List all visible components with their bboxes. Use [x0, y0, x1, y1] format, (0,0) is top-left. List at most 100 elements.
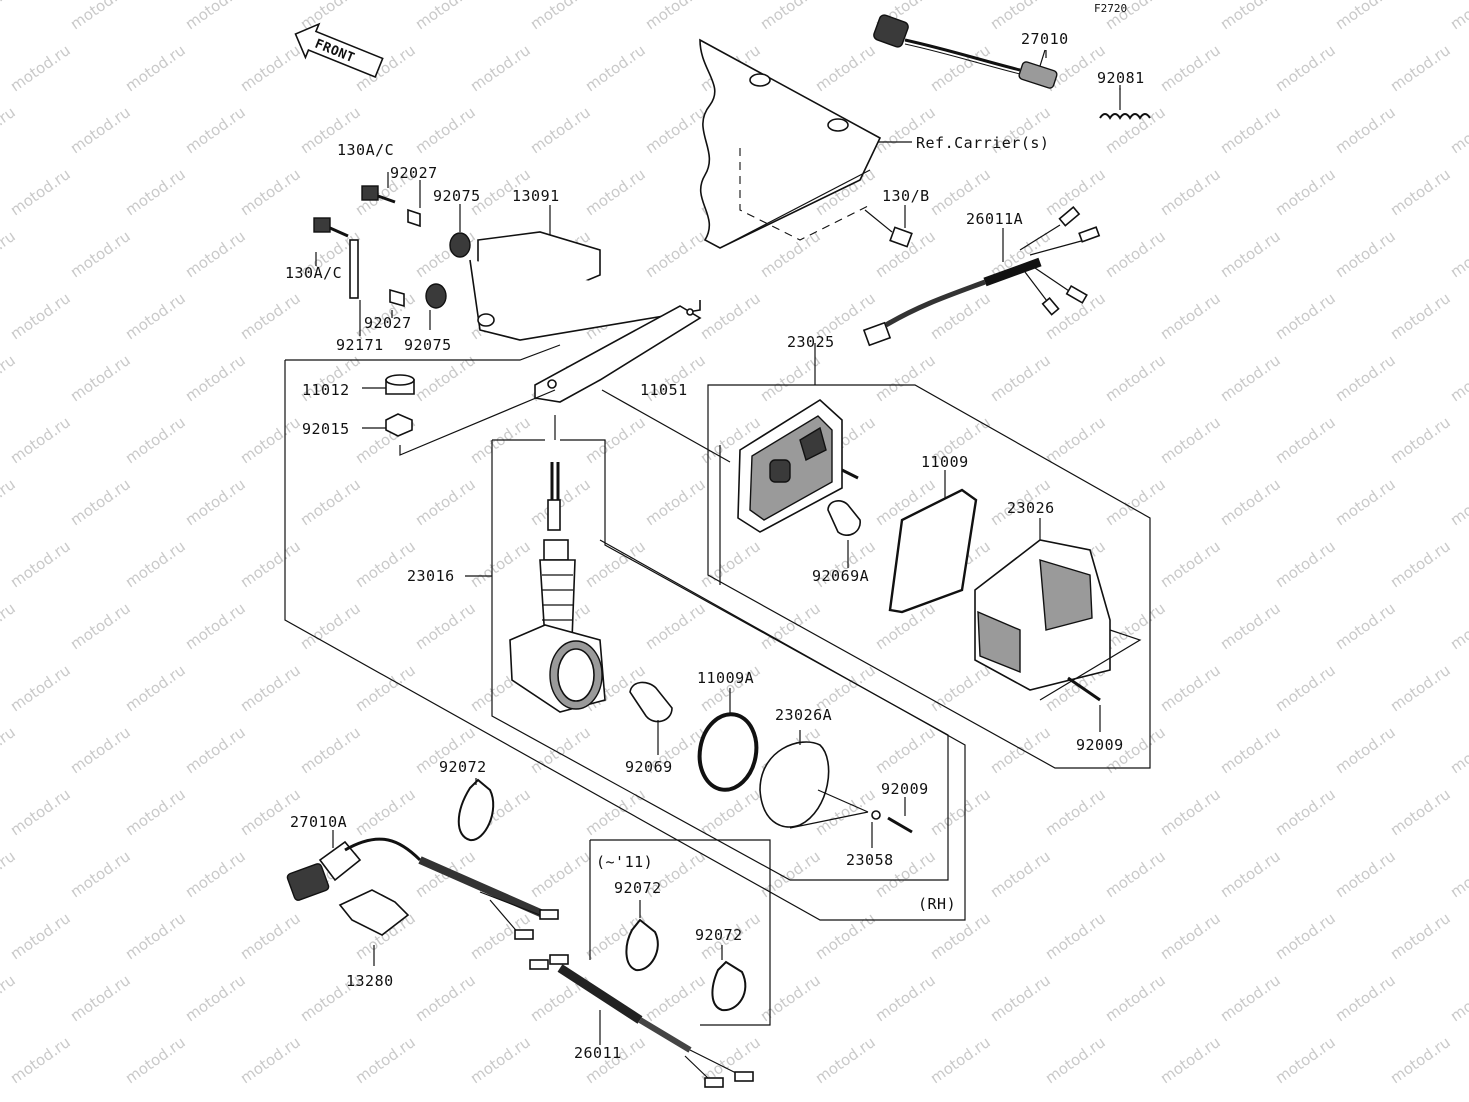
screw-92009-lens	[1067, 676, 1101, 732]
watermark-text: motod.ru	[1447, 103, 1469, 157]
watermark-text: motod.ru	[1272, 165, 1339, 219]
label-23016: 23016	[407, 567, 455, 585]
watermark-text: motod.ru	[1447, 0, 1469, 33]
watermark-text: motod.ru	[1332, 103, 1399, 157]
watermark-text: motod.ru	[1272, 1033, 1339, 1087]
watermark-text: motod.ru	[1332, 475, 1399, 529]
watermark-text: motod.ru	[697, 785, 764, 839]
label-92009-lens: 92009	[1076, 736, 1124, 754]
label-130AC-top: 130A/C	[337, 141, 394, 159]
socket-23016	[465, 462, 606, 713]
watermark-text: motod.ru	[352, 785, 419, 839]
label-26011A: 26011A	[966, 210, 1023, 228]
watermark-text: motod.ru	[67, 723, 134, 777]
watermark-text: motod.ru	[467, 537, 534, 591]
watermark-text: motod.ru	[757, 971, 824, 1025]
watermark-text: motod.ru	[237, 41, 304, 95]
watermark-text: motod.ru	[1272, 41, 1339, 95]
watermark-text: motod.ru	[872, 723, 939, 777]
watermark-text: motod.ru	[122, 909, 189, 963]
harness-26011	[529, 954, 754, 1088]
watermark-text: motod.ru	[872, 351, 939, 405]
upto11-box	[589, 839, 771, 1026]
watermark-text: motod.ru	[1387, 413, 1454, 467]
watermark-text: motod.ru	[1332, 723, 1399, 777]
watermark-text: motod.ru	[642, 599, 709, 653]
watermark-text: motod.ru	[697, 537, 764, 591]
watermark-text: motod.ru	[527, 0, 594, 33]
watermark-text: motod.ru	[1387, 165, 1454, 219]
watermark-text: motod.ru	[67, 599, 134, 653]
watermark-text: motod.ru	[182, 0, 249, 33]
watermark-text: motod.ru	[7, 289, 74, 343]
watermark-text: motod.ru	[412, 227, 479, 281]
label-13091: 13091	[512, 187, 560, 205]
ring-11009A	[697, 688, 759, 792]
watermark-text: motod.ru	[1217, 971, 1284, 1025]
watermark-text: motod.ru	[527, 103, 594, 157]
watermark-text: motod.ru	[182, 847, 249, 901]
bulb-92069	[629, 681, 673, 755]
watermark-text: motod.ru	[1102, 599, 1169, 653]
watermark-text: motod.ru	[1157, 661, 1224, 715]
watermark-text: motod.ru	[182, 475, 249, 529]
watermark-text: motod.ru	[872, 971, 939, 1025]
watermark-text: motod.ru	[7, 909, 74, 963]
watermark-text: motod.ru	[1387, 1033, 1454, 1087]
watermark-text: motod.ru	[237, 909, 304, 963]
gasket-11009	[888, 470, 978, 614]
watermark-text: motod.ru	[1157, 165, 1224, 219]
watermark-text: motod.ru	[7, 41, 74, 95]
watermark-text: motod.ru	[412, 599, 479, 653]
label-92072-b: 92072	[614, 879, 662, 897]
label-130B: 130/B	[882, 187, 930, 205]
watermark-text: motod.ru	[1217, 351, 1284, 405]
watermark-text: motod.ru	[1387, 785, 1454, 839]
watermark-text: motod.ru	[412, 103, 479, 157]
watermark-text: motod.ru	[0, 0, 19, 33]
watermark-text: motod.ru	[182, 227, 249, 281]
label-23026: 23026	[1007, 499, 1055, 517]
watermark-text: motod.ru	[0, 103, 19, 157]
watermark-text: motod.ru	[1332, 847, 1399, 901]
watermark-text: motod.ru	[7, 165, 74, 219]
label-92075-top: 92075	[433, 187, 481, 205]
watermark-text: motod.ru	[237, 537, 304, 591]
watermark-text: motod.ru	[1332, 971, 1399, 1025]
watermark-text: motod.ru	[7, 537, 74, 591]
watermark-text: motod.ru	[0, 847, 19, 901]
label-92081: 92081	[1097, 69, 1145, 87]
watermark-text: motod.ru	[1042, 909, 1109, 963]
watermark-text: motod.ru	[412, 475, 479, 529]
lens-23026	[974, 518, 1142, 701]
label-11009A: 11009A	[697, 669, 754, 687]
label-11009: 11009	[921, 453, 969, 471]
label-92075-bottom: 92075	[404, 336, 452, 354]
mount-hardware	[313, 172, 471, 336]
watermark-text: motod.ru	[122, 1033, 189, 1087]
label-23025: 23025	[787, 333, 835, 351]
watermark-text: motod.ru	[1447, 847, 1469, 901]
lens-23026A	[759, 730, 869, 829]
watermark-text: motod.ru	[1332, 0, 1399, 33]
watermark-text: motod.ru	[1217, 0, 1284, 33]
screw-92009-lens-rh	[871, 797, 913, 848]
watermark-text: motod.ru	[812, 41, 879, 95]
group-outline	[284, 344, 1151, 921]
watermark-text: motod.ru	[67, 227, 134, 281]
bulb-92069A	[827, 500, 861, 568]
watermark-text: motod.ru	[7, 785, 74, 839]
part-labels: 130A/C 92027 92075 13091 130A/C 92027 92…	[285, 30, 1145, 1062]
label-92027-top: 92027	[390, 164, 438, 182]
watermark-text: motod.ru	[1272, 289, 1339, 343]
watermark-text: motod.ru	[1332, 599, 1399, 653]
watermark-text: motod.ru	[987, 0, 1054, 33]
watermark-text: motod.ru	[237, 661, 304, 715]
watermark-text: motod.ru	[642, 475, 709, 529]
watermark-text: motod.ru	[1102, 227, 1169, 281]
watermark-text: motod.ru	[757, 0, 824, 33]
watermark-text: motod.ru	[352, 1033, 419, 1087]
watermark-text: motod.ru	[757, 351, 824, 405]
